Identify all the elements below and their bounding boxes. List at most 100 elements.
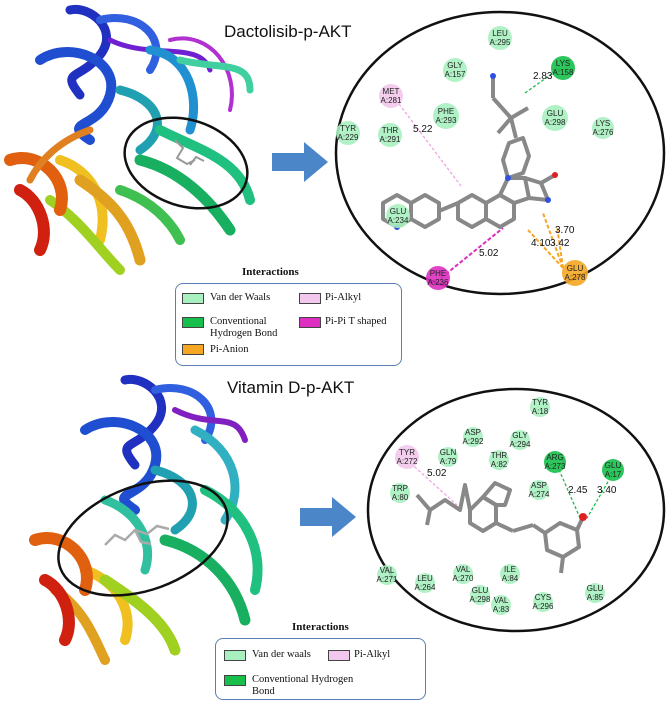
top-residue-bubble [379, 84, 403, 108]
top-legend-swatch-pialkyl [299, 293, 321, 304]
bottom-residue-bubble [438, 447, 458, 467]
top-distance-label: 2.83 [533, 71, 553, 82]
bottom-distance-label: 5.02 [427, 468, 447, 479]
top-distance-label: 4.10 [531, 238, 551, 249]
top-residue-bubble [336, 121, 360, 145]
bottom-residue-bubble [544, 451, 566, 473]
bottom-title: Vitamin D-p-AKT [227, 378, 355, 397]
top-title: Dactolisib-p-AKT [224, 22, 352, 41]
bottom-residue-bubble [602, 459, 624, 481]
top-legend: Interactions Van der Waals Pi-Alkyl Conv… [175, 266, 402, 366]
top-residue-bubble [443, 58, 467, 82]
bottom-residue-bubble [377, 565, 397, 585]
bottom-residue-bubble [390, 483, 410, 503]
top-legend-swatch-pianion [182, 344, 204, 355]
bottom-arrow [300, 497, 356, 537]
top-distance-label: 5.02 [479, 248, 499, 259]
top-legend-swatch-pipi [299, 317, 321, 328]
top-legend-label-hbond: Conventional Hydrogen Bond [210, 316, 278, 339]
bottom-residue-bubble [489, 450, 509, 470]
top-legend-label-pialkyl: Pi-Alkyl [325, 292, 362, 303]
bottom-legend-swatch-vdw [224, 650, 246, 661]
bottom-legend-swatch-hbond [224, 675, 246, 686]
top-residue-bubble [488, 26, 512, 50]
bottom-legend: Interactions Van der waals Pi-Alkyl Conv… [215, 621, 426, 700]
top-distance-label: 3.42 [550, 238, 570, 249]
top-legend-label-pipi: Pi-Pi T shaped [325, 316, 387, 327]
top-distance-label: 5.22 [413, 124, 433, 135]
bottom-residue-bubble [463, 427, 483, 447]
top-legend-swatch-vdw [182, 293, 204, 304]
top-residue-bubble [542, 105, 568, 131]
top-residue-bubble [386, 204, 410, 228]
top-residue-bubble [562, 260, 588, 286]
bottom-legend-label-vdw: Van der waals [252, 649, 311, 660]
top-legend-label-pianion: Pi-Anion [210, 344, 249, 355]
top-arrow [272, 142, 328, 182]
bottom-residue-bubble [585, 583, 605, 603]
bottom-residue-bubble [500, 564, 520, 584]
bottom-residue-bubble [453, 564, 473, 584]
top-residue-bubble [592, 117, 614, 139]
bottom-distance-label: 3.40 [597, 485, 617, 496]
top-legend-title: Interactions [242, 266, 299, 278]
bottom-residue-bubble [529, 480, 549, 500]
bottom-distance-label: 2.45 [568, 485, 588, 496]
bottom-residue-bubble [491, 595, 511, 615]
bottom-residue-bubble [533, 592, 553, 612]
bottom-legend-swatch-pialkyl [328, 650, 350, 661]
bottom-residue-bubble [530, 397, 550, 417]
bottom-binding-site-ellipse [57, 479, 229, 597]
top-residue-bubble [551, 56, 575, 80]
bottom-residue-bubble [395, 445, 419, 469]
bottom-residue-bubble [470, 585, 490, 605]
bottom-residue-bubble [510, 430, 530, 450]
bottom-legend-title: Interactions [292, 621, 349, 633]
top-distance-label: 3.70 [555, 225, 575, 236]
top-legend-swatch-hbond [182, 317, 204, 328]
bottom-residue-bubble [415, 573, 435, 593]
top-residue-bubble [433, 103, 459, 129]
top-legend-label-vdw: Van der Waals [210, 292, 271, 303]
bottom-legend-label-pialkyl: Pi-Alkyl [354, 649, 391, 660]
bottom-protein-structure [29, 374, 263, 665]
top-protein-structure [4, 4, 255, 275]
top-residue-bubble [378, 123, 402, 147]
top-residue-bubble [426, 266, 450, 290]
bottom-legend-label-hbond: Conventional Hydrogen Bond [252, 674, 354, 697]
